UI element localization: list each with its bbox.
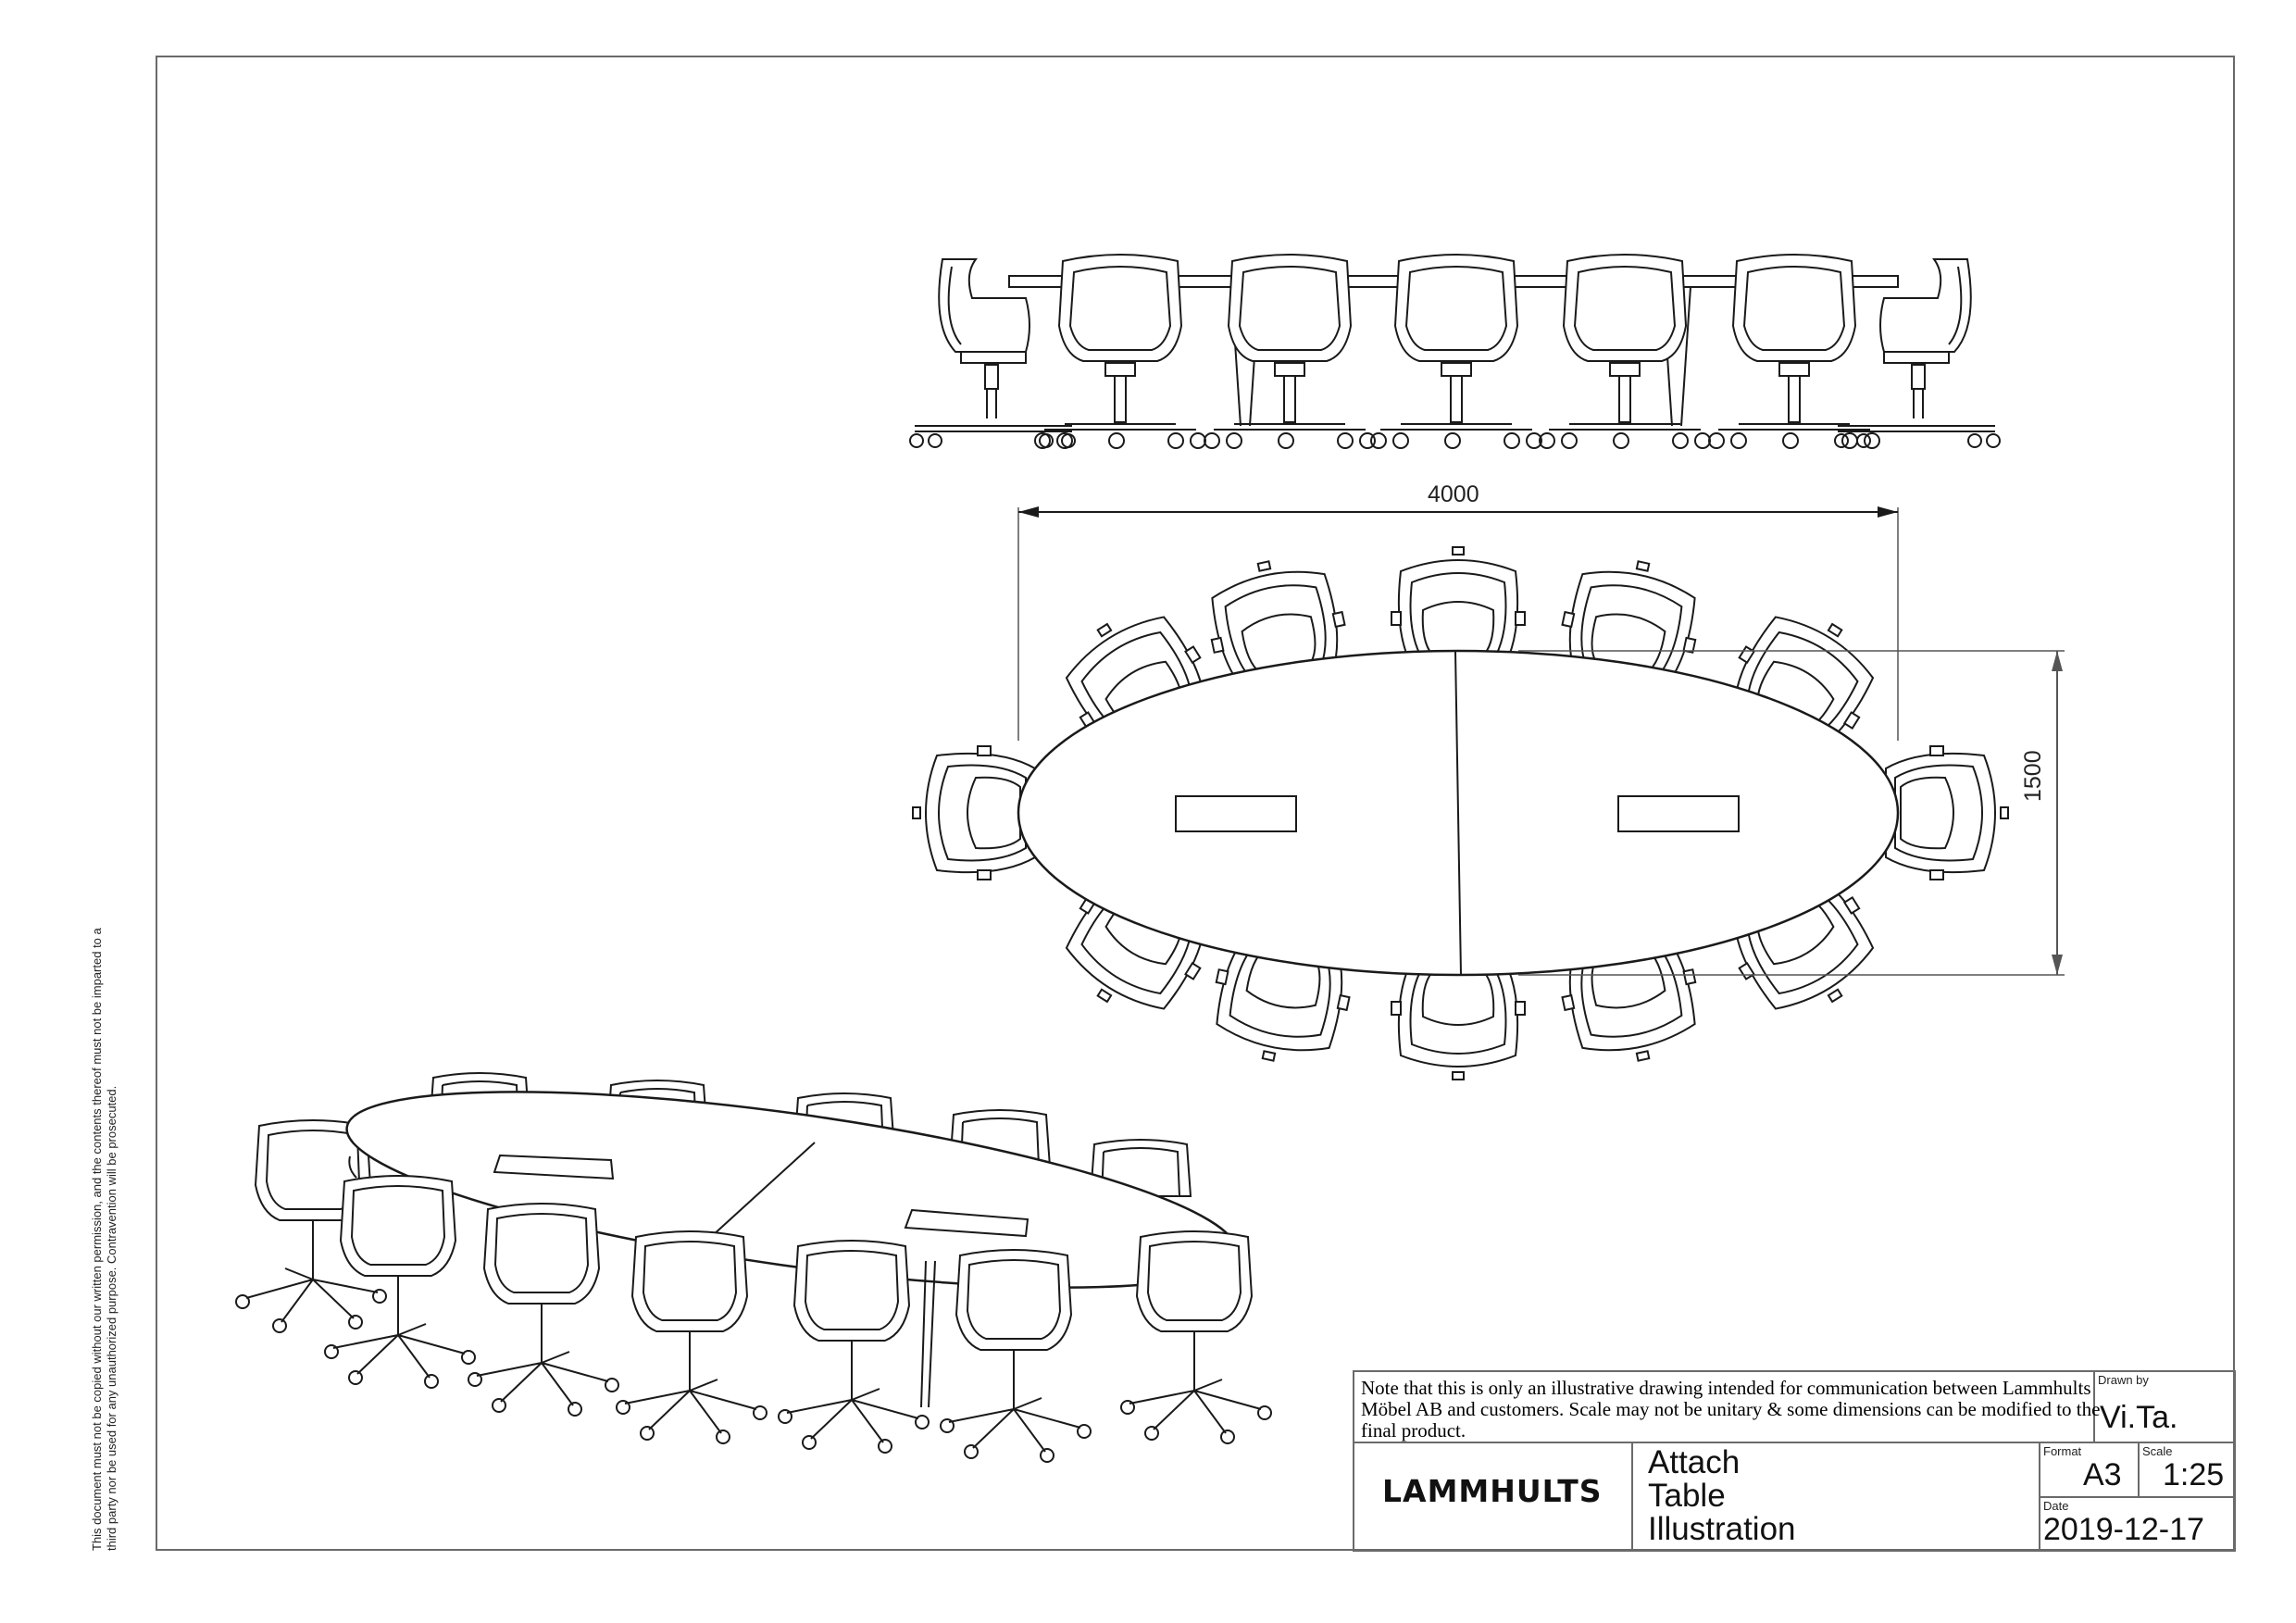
drawing-border [156, 56, 2235, 1551]
lammhults-logo: LAMMHULTS [1382, 1473, 1603, 1509]
drawing-title: Attach Table Illustration [1648, 1446, 1796, 1546]
date-label: Date [2043, 1499, 2069, 1513]
length-dimension: 4000 [1428, 481, 1479, 507]
drawn-by-value: Vi.Ta. [2100, 1400, 2178, 1435]
title-line-3: Illustration [1648, 1511, 1796, 1547]
format-value: A3 [2083, 1457, 2122, 1492]
title-block-frame [1353, 1370, 2236, 1552]
elevation-view [909, 254, 2001, 449]
scale-label: Scale [2142, 1444, 2173, 1458]
scale-value: 1:25 [2163, 1457, 2225, 1492]
isometric-view [235, 1072, 1272, 1463]
plan-view [912, 506, 2065, 1080]
width-dimension: 1500 [2020, 750, 2046, 802]
drawn-by-label: Drawn by [2098, 1373, 2149, 1387]
title-line-1: Attach [1648, 1444, 1741, 1480]
format-label: Format [2043, 1444, 2082, 1458]
date-value: 2019-12-17 [2043, 1512, 2204, 1547]
title-line-2: Table [1648, 1478, 1726, 1514]
disclaimer-note: Note that this is only an illustrative d… [1361, 1377, 2101, 1442]
